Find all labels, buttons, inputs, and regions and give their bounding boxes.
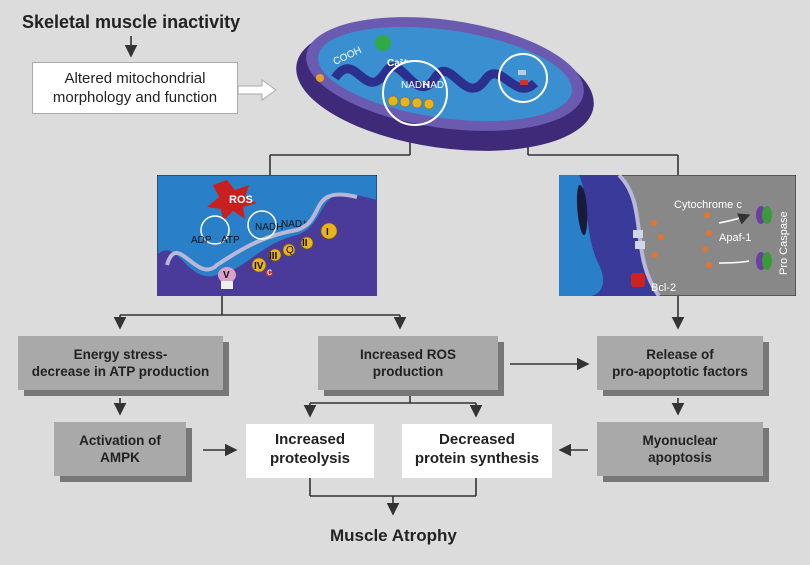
mito-nad: NAD	[423, 80, 444, 91]
hollow-arrow-icon	[237, 79, 277, 101]
apoptosis-line-2: apoptosis	[648, 450, 712, 465]
ros-label: ROS	[229, 194, 253, 206]
etc-panel: ROS ADP ATP NADH NAD⁺ IV c III Q II I V	[157, 175, 377, 296]
proteolysis-line-1: Increased	[274, 431, 346, 448]
intro-box: Altered mitochondrial morphology and fun…	[32, 62, 238, 114]
nadh-label: NADH	[255, 222, 283, 233]
apaf-label: Apaf-1	[719, 232, 751, 244]
apoptosis-line-1: Myonuclear	[642, 433, 718, 448]
adp-label: ADP	[191, 235, 212, 246]
zoom-circle-left	[382, 60, 448, 126]
complex-c: c	[267, 267, 272, 278]
ros-production-box: Increased ROS production	[318, 336, 498, 390]
synthesis-line-1: Decreased	[439, 431, 515, 448]
synthesis-box: Decreased protein synthesis	[402, 424, 552, 478]
mitochondrion-illustration: Ca²⁺ COOH NADH NAD	[296, 17, 594, 151]
intro-line-1: Altered mitochondrial	[64, 70, 206, 87]
energy-stress-box: Energy stress- decrease in ATP productio…	[18, 336, 223, 390]
protein-icon	[375, 35, 391, 51]
cytochrome-label: Cytochrome c	[674, 199, 742, 211]
apoptosis-box: Myonuclear apoptosis	[597, 422, 763, 476]
energy-line-2: decrease in ATP production	[31, 364, 210, 379]
complex-iii: III	[269, 251, 278, 262]
bcl2-label: Bcl-2	[651, 282, 676, 294]
intro-line-2: morphology and function	[52, 89, 218, 106]
ros-burst-icon	[207, 180, 257, 221]
energy-line-1: Energy stress-	[73, 347, 168, 362]
synthesis-line-2: protein synthesis	[414, 450, 540, 467]
ampk-line-1: Activation of	[79, 433, 161, 448]
proteolysis-line-2: proteolysis	[269, 450, 351, 467]
apoptosis-panel: Cytochrome c Apaf-1 Pro Caspase Bcl-2	[559, 175, 796, 296]
page-title: Skeletal muscle inactivity	[22, 12, 241, 32]
ros-line-1: Increased ROS	[359, 347, 457, 362]
complex-v: V	[223, 270, 230, 281]
release-line-1: Release of	[646, 347, 714, 362]
ampk-line-2: AMPK	[100, 450, 140, 465]
complex-i: I	[326, 227, 329, 238]
ros-line-2: production	[372, 364, 444, 379]
procaspase-label: Pro Caspase	[778, 211, 790, 275]
complex-ii: II	[302, 238, 308, 249]
mito-nadh: NADH	[401, 80, 429, 91]
zoom-circle-right	[498, 53, 548, 103]
release-line-2: pro-apoptotic factors	[612, 364, 748, 379]
complex-q: Q	[286, 245, 294, 256]
atp-label: ATP	[221, 235, 240, 246]
ampk-box: Activation of AMPK	[54, 422, 186, 476]
release-box: Release of pro-apoptotic factors	[597, 336, 763, 390]
nad-label: NAD⁺	[281, 219, 307, 230]
ca-label: Ca²⁺	[387, 58, 408, 69]
proteolysis-box: Increased proteolysis	[246, 424, 374, 478]
complex-iv: IV	[254, 261, 264, 272]
outcome-label: Muscle Atrophy	[330, 526, 457, 545]
